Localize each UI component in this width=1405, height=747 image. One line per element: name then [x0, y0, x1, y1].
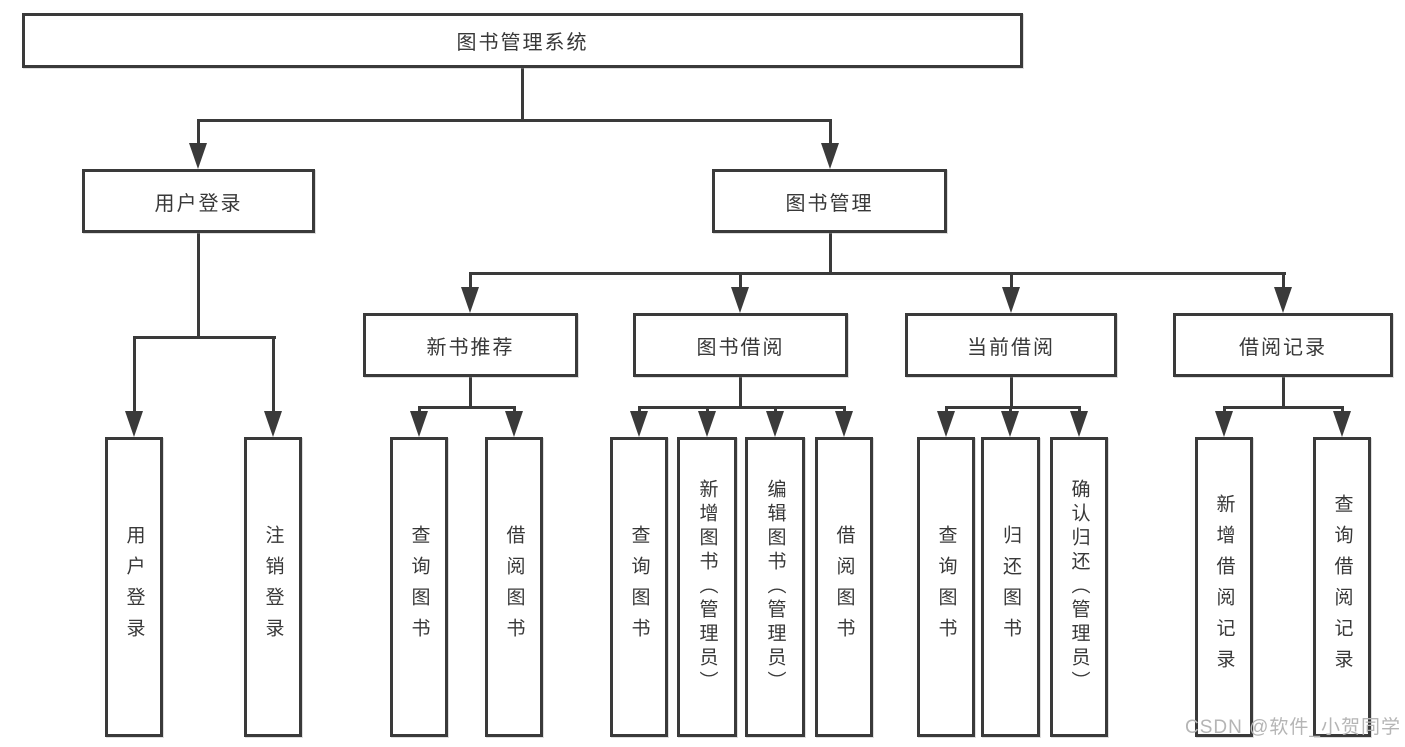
connector-line	[133, 336, 136, 414]
leaf-records-query-record-label: 查询借阅记录	[1331, 494, 1353, 680]
connector-line	[133, 336, 276, 339]
connector-line	[197, 119, 832, 122]
connector-line	[1341, 406, 1344, 414]
leaf-newbook-query-books: 查询图书	[390, 437, 448, 737]
leaf-newbook-borrow-books-label: 借阅图书	[503, 525, 525, 649]
node-new-book-recommend-label: 新书推荐	[426, 336, 515, 359]
leaf-borrow-query-books-label: 查询图书	[628, 525, 650, 649]
leaf-records-add-record: 新增借阅记录	[1195, 437, 1253, 737]
connector-line	[706, 406, 709, 414]
node-book-management: 图书管理	[712, 169, 947, 233]
leaf-borrow-query-books: 查询图书	[610, 437, 668, 737]
arrowhead-icon	[835, 411, 853, 437]
arrowhead-icon	[125, 411, 143, 437]
leaf-current-return-books: 归还图书	[981, 437, 1040, 737]
connector-line	[521, 68, 524, 122]
node-root-label: 图书管理系统	[456, 32, 589, 54]
connector-line	[945, 406, 1081, 409]
connector-line	[843, 406, 846, 414]
node-book-management-label: 图书管理	[785, 192, 874, 215]
connector-line	[739, 272, 742, 290]
node-root: 图书管理系统	[22, 13, 1023, 68]
connector-line	[1282, 272, 1285, 290]
node-book-borrow-label: 图书借阅	[696, 336, 785, 359]
node-user-login-label: 用户登录	[154, 192, 243, 215]
node-current-borrow: 当前借阅	[905, 313, 1117, 377]
arrowhead-icon	[264, 411, 282, 437]
connector-line	[469, 272, 1286, 275]
arrowhead-icon	[630, 411, 648, 437]
connector-line	[469, 272, 472, 290]
arrowhead-icon	[698, 411, 716, 437]
connector-line	[1010, 377, 1013, 409]
leaf-borrow-borrow-books: 借阅图书	[815, 437, 873, 737]
connector-line	[739, 377, 742, 409]
arrowhead-icon	[766, 411, 784, 437]
arrowhead-icon	[189, 143, 207, 169]
connector-line	[513, 406, 516, 414]
node-user-login: 用户登录	[82, 169, 315, 233]
connector-line	[945, 406, 948, 414]
connector-line	[1223, 406, 1226, 414]
leaf-records-add-record-label: 新增借阅记录	[1213, 494, 1235, 680]
leaf-user-login-label: 用户登录	[123, 525, 145, 649]
connector-line	[774, 406, 777, 414]
leaf-user-login: 用户登录	[105, 437, 163, 737]
arrowhead-icon	[1001, 411, 1019, 437]
connector-line	[418, 406, 516, 409]
arrowhead-icon	[1070, 411, 1088, 437]
connector-line	[1010, 272, 1013, 290]
leaf-current-return-books-label: 归还图书	[1000, 525, 1021, 649]
leaf-current-confirm-return-admin: 确认归还（管理员）	[1050, 437, 1108, 737]
leaf-records-query-record: 查询借阅记录	[1313, 437, 1371, 737]
leaf-borrow-add-books-admin: 新增图书（管理员）	[677, 437, 737, 737]
watermark: CSDN @软件_小贺同学	[1185, 717, 1401, 738]
connector-line	[469, 377, 472, 409]
arrowhead-icon	[505, 411, 523, 437]
arrowhead-icon	[731, 287, 749, 313]
leaf-current-confirm-return-admin-label: 确认归还（管理员）	[1068, 479, 1090, 695]
leaf-borrow-add-books-admin-label: 新增图书（管理员）	[696, 479, 718, 695]
node-current-borrow-label: 当前借阅	[967, 336, 1055, 359]
arrowhead-icon	[1333, 411, 1351, 437]
leaf-borrow-edit-books-admin-label: 编辑图书（管理员）	[764, 479, 786, 695]
connector-line	[829, 119, 832, 147]
connector-line	[197, 233, 200, 339]
leaf-logout: 注销登录	[244, 437, 302, 737]
leaf-logout-label: 注销登录	[262, 525, 284, 649]
arrowhead-icon	[1274, 287, 1292, 313]
arrowhead-icon	[821, 143, 839, 169]
leaf-borrow-borrow-books-label: 借阅图书	[833, 525, 855, 649]
arrowhead-icon	[461, 287, 479, 313]
arrowhead-icon	[410, 411, 428, 437]
arrowhead-icon	[1215, 411, 1233, 437]
leaf-borrow-edit-books-admin: 编辑图书（管理员）	[745, 437, 805, 737]
connector-line	[1078, 406, 1081, 414]
connector-line	[418, 406, 421, 414]
leaf-newbook-borrow-books: 借阅图书	[485, 437, 543, 737]
connector-line	[272, 336, 275, 414]
connector-line	[638, 406, 846, 409]
node-new-book-recommend: 新书推荐	[363, 313, 578, 377]
connector-line	[1009, 406, 1012, 414]
connector-line	[638, 406, 641, 414]
connector-line	[829, 233, 832, 275]
leaf-current-query-books: 查询图书	[917, 437, 975, 737]
node-borrow-records-label: 借阅记录	[1239, 336, 1327, 359]
node-borrow-records: 借阅记录	[1173, 313, 1393, 377]
node-book-borrow: 图书借阅	[633, 313, 848, 377]
leaf-current-query-books-label: 查询图书	[935, 525, 957, 649]
connector-line	[1223, 406, 1344, 409]
arrowhead-icon	[1002, 287, 1020, 313]
connector-line	[197, 119, 200, 147]
connector-line	[1282, 377, 1285, 409]
arrowhead-icon	[937, 411, 955, 437]
leaf-newbook-query-books-label: 查询图书	[408, 525, 430, 649]
